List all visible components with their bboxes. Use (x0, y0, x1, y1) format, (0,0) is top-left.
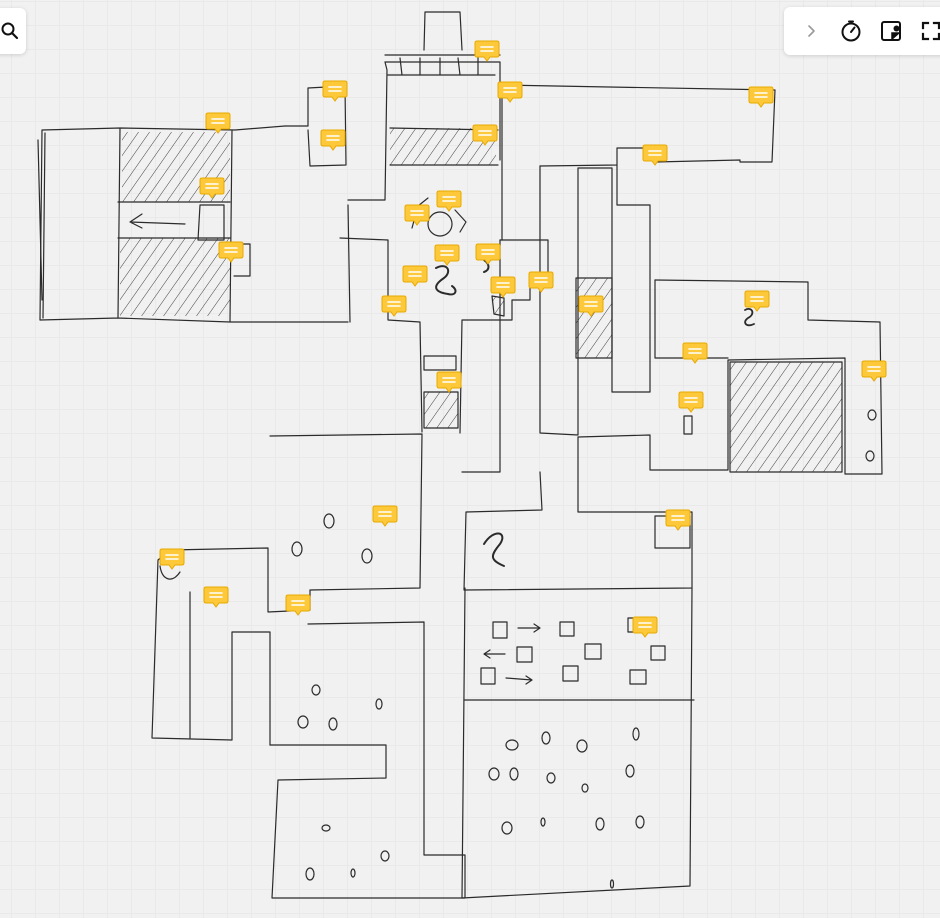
room-central-shrine (339, 197, 549, 434)
comment-icon[interactable] (632, 616, 658, 638)
comment-icon[interactable] (642, 144, 668, 166)
room-mid-west (151, 433, 423, 746)
room-west-hall (37, 125, 351, 323)
search-toolbar (0, 8, 26, 54)
search-icon[interactable] (0, 18, 20, 44)
comment-icon[interactable] (528, 271, 554, 293)
comment-icon[interactable] (472, 124, 498, 146)
comment-icon[interactable] (744, 290, 770, 312)
comment-icon[interactable] (372, 505, 398, 527)
comment-icon[interactable] (490, 276, 516, 298)
comment-icon[interactable] (682, 342, 708, 364)
comment-icon[interactable] (748, 86, 774, 108)
comment-icon[interactable] (474, 40, 500, 62)
comment-icon[interactable] (203, 586, 229, 608)
note-edit-icon[interactable] (878, 18, 904, 44)
view-toolbar (784, 7, 940, 55)
comment-icon[interactable] (578, 295, 604, 317)
comment-icon[interactable] (199, 177, 225, 199)
comment-icon[interactable] (475, 243, 501, 265)
comment-icon[interactable] (436, 190, 462, 212)
comment-icon[interactable] (205, 112, 231, 134)
stopwatch-icon[interactable] (838, 18, 864, 44)
comment-icon[interactable] (322, 80, 348, 102)
comment-icon[interactable] (218, 241, 244, 263)
comment-icon[interactable] (678, 391, 704, 413)
room-north-nook (284, 11, 501, 201)
comment-icon[interactable] (404, 204, 430, 226)
fullscreen-icon[interactable] (918, 18, 940, 44)
room-south-west (269, 621, 466, 899)
comment-icon[interactable] (436, 371, 462, 393)
comment-icon[interactable] (402, 265, 428, 287)
comment-icon[interactable] (159, 548, 185, 570)
comment-icon[interactable] (434, 244, 460, 266)
chevron-right-icon[interactable] (798, 18, 824, 44)
comment-icon[interactable] (497, 81, 523, 103)
comment-icon[interactable] (320, 129, 346, 151)
comment-icon[interactable] (381, 295, 407, 317)
room-east-wing (575, 277, 883, 475)
comment-icon[interactable] (285, 594, 311, 616)
comment-icon[interactable] (665, 509, 691, 531)
comment-icon[interactable] (861, 360, 887, 382)
